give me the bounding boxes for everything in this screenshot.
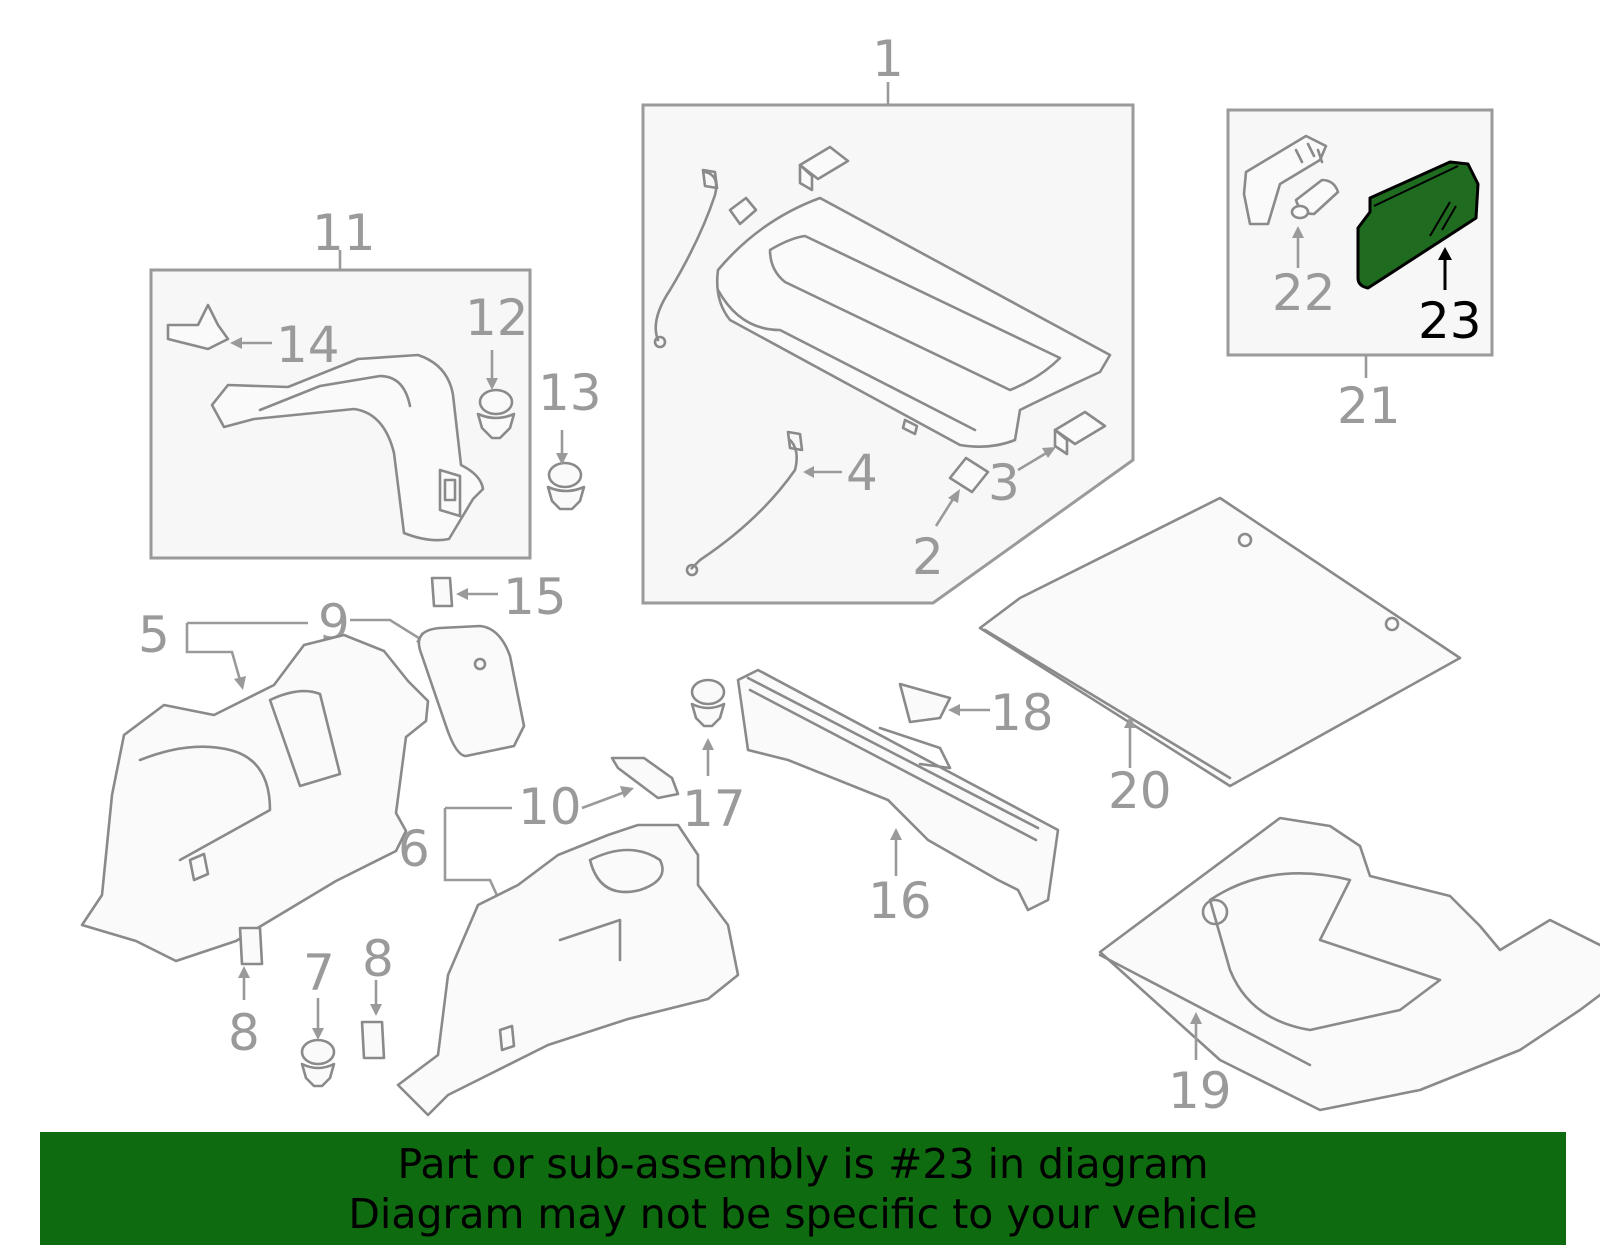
part-10-bracket [610,756,680,800]
callout-14: 14 [276,316,340,374]
part-23-lamp-lens[interactable] [1356,160,1480,290]
tether-strap-upper [653,168,719,349]
info-banner: Part or sub-assembly is #23 in diagram D… [40,1132,1566,1245]
banner-line-1: Part or sub-assembly is #23 in diagram [397,1139,1209,1188]
part-2-clip [948,456,990,494]
parts-diagram: 1 2 3 4 11 [80,30,1600,1120]
part-15-clip [430,576,454,608]
part-7-clip [300,1038,336,1088]
part-3-bracket [1053,410,1107,456]
callout-1: 1 [872,30,904,88]
part-17-clip [690,678,726,728]
callout-15: 15 [503,568,567,626]
part-13-clip [546,461,586,511]
part-14-bracket [166,303,230,351]
bracket-upper [798,145,850,192]
lamp-housing-bracket [1242,134,1328,226]
callout-22: 22 [1272,264,1336,322]
part-18-clip [898,682,952,724]
part-9-panel [417,624,526,758]
part-8-clip-right [360,1020,386,1060]
callout-21: 21 [1337,377,1401,435]
callout-7: 7 [303,944,335,1002]
part-8-clip-left [238,926,264,966]
part-16-sill-plate [736,668,1060,912]
callout-11: 11 [312,204,376,262]
callout-2: 2 [912,528,944,586]
callout-8a: 8 [228,1004,260,1062]
upper-quarter-trim [210,353,485,542]
part-20-floor-mat [978,496,1462,788]
cargo-cover-panel [715,196,1112,448]
callout-13: 13 [538,364,602,422]
callout-12: 12 [465,289,529,347]
callout-10: 10 [518,778,582,836]
callout-16: 16 [868,872,932,930]
clip-small-upper [728,196,758,226]
callout-17: 17 [682,780,746,838]
callout-20: 20 [1108,762,1172,820]
part-19-cargo-floor [1098,816,1600,1112]
left-quarter-trim [80,633,430,963]
callout-3: 3 [988,454,1020,512]
callout-23: 23 [1418,292,1482,350]
callout-19: 19 [1168,1062,1232,1120]
part-12-clip [476,388,516,440]
part-4-strap [685,430,804,577]
callout-8b: 8 [362,930,394,988]
part-22-bulb [1290,178,1340,220]
right-quarter-trim [396,823,740,1117]
callout-5: 5 [138,606,170,664]
callout-6: 6 [398,820,430,878]
callout-18: 18 [990,684,1054,742]
callout-4: 4 [846,444,878,502]
banner-line-2: Diagram may not be specific to your vehi… [348,1189,1258,1238]
